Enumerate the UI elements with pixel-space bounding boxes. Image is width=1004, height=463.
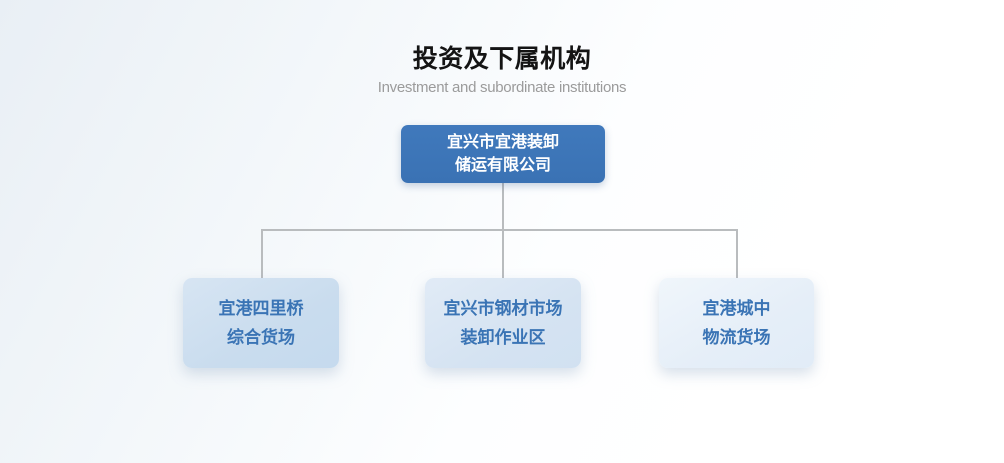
org-node-child-2-label: 宜兴市钢材市场 装卸作业区 bbox=[443, 299, 563, 347]
org-node-child-3-label: 宜港城中 物流货场 bbox=[702, 299, 771, 347]
connector-horizontal-bar bbox=[261, 229, 738, 231]
org-node-child-1: 宜港四里桥 综合货场 bbox=[183, 278, 339, 368]
org-node-root: 宜兴市宜港装卸 储运有限公司 bbox=[401, 125, 605, 183]
org-node-child-2: 宜兴市钢材市场 装卸作业区 bbox=[425, 278, 581, 368]
chart-header: 投资及下属机构 Investment and subordinate insti… bbox=[0, 44, 1004, 97]
org-node-child-1-label: 宜港四里桥 综合货场 bbox=[218, 299, 304, 347]
org-node-child-3: 宜港城中 物流货场 bbox=[659, 278, 814, 368]
connector-drop-right bbox=[736, 229, 738, 278]
org-node-root-label: 宜兴市宜港装卸 储运有限公司 bbox=[446, 134, 559, 174]
page-title: 投资及下属机构 bbox=[412, 45, 592, 73]
page-subtitle: Investment and subordinate institutions bbox=[377, 79, 627, 96]
connector-drop-left bbox=[261, 229, 263, 278]
